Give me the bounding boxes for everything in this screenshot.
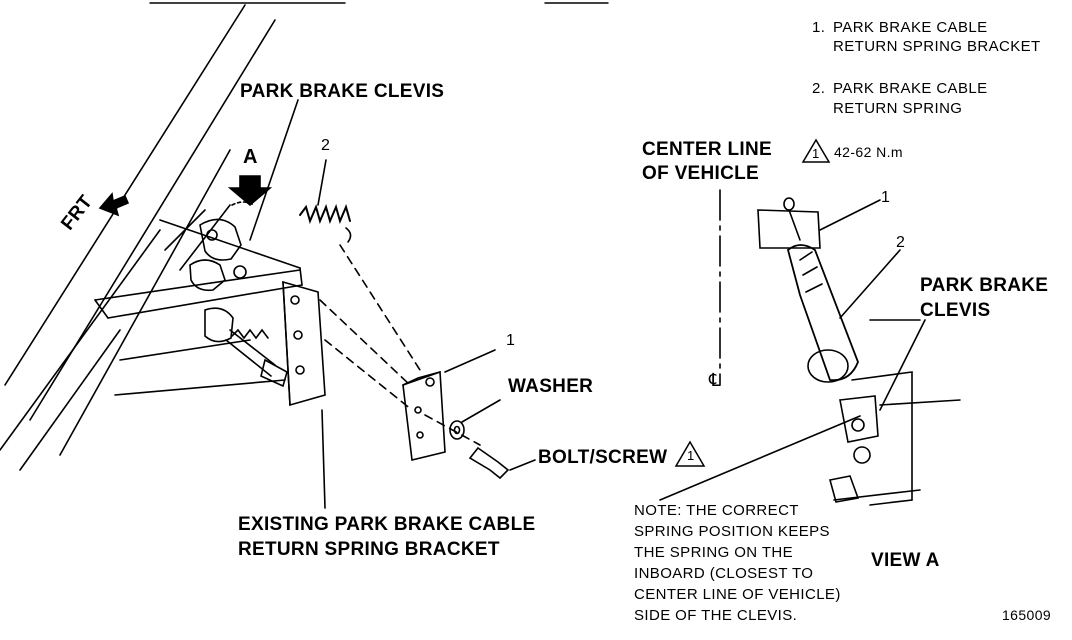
- assembly-dashed-lines: [319, 244, 481, 446]
- clevis-assembly: [189, 218, 288, 388]
- spring-bracket-new: [402, 349, 496, 461]
- vehicle-frame-sketch: [0, 4, 303, 471]
- legend-item-2-number: 2.: [812, 80, 826, 97]
- callout-1-left: 1: [506, 332, 515, 349]
- legend-item-2-line2: RETURN SPRING: [833, 100, 963, 117]
- note-line-5: CENTER LINE OF VEHICLE): [634, 586, 841, 603]
- centerline-symbol: ℄: [709, 370, 721, 391]
- return-spring-left: [299, 159, 352, 243]
- note-line-3: THE SPRING ON THE: [634, 544, 794, 561]
- park-brake-clevis-label-right-line2: CLEVIS: [920, 300, 991, 321]
- legend-item-1-number: 1.: [812, 19, 826, 36]
- callout-lines-left: [249, 99, 326, 509]
- bolt-torque-ref-number: 1: [687, 448, 695, 463]
- callout-1-right: 1: [881, 189, 890, 206]
- torque-ref-number: 1: [812, 146, 820, 161]
- existing-bracket-label-line1: EXISTING PARK BRAKE CABLE: [238, 514, 536, 535]
- spring-view-a: [786, 244, 901, 383]
- callout-2-right: 2: [896, 234, 905, 251]
- note-leader-line: [659, 415, 861, 501]
- bracket-view-a: [757, 197, 881, 249]
- bolt-screw-label: BOLT/SCREW: [538, 447, 668, 468]
- view-a-arrow-icon: [227, 175, 273, 207]
- note-line-1: NOTE: THE CORRECT: [634, 502, 799, 519]
- washer-and-bolt: [449, 399, 536, 480]
- washer-label: WASHER: [508, 376, 594, 397]
- park-brake-clevis-label-right-line1: PARK BRAKE: [920, 275, 1049, 296]
- center-line-label-line2: OF VEHICLE: [642, 163, 760, 184]
- callout-2-left: 2: [321, 137, 330, 154]
- torque-triangle-small-icon: [674, 440, 706, 467]
- torque-triangle-icon: [801, 138, 831, 163]
- figure-id: 165009: [1002, 607, 1052, 623]
- note-line-6: SIDE OF THE CLEVIS.: [634, 607, 798, 624]
- torque-value: 42-62 N.m: [834, 144, 903, 160]
- existing-bracket-label-line2: RETURN SPRING BRACKET: [238, 539, 500, 560]
- front-arrow-icon: [98, 192, 130, 217]
- spring-bracket-existing: [282, 280, 326, 407]
- note-line-4: INBOARD (CLOSEST TO: [634, 565, 814, 582]
- legend-item-1-line2: RETURN SPRING BRACKET: [833, 38, 1041, 55]
- clevis-view-a: [829, 319, 961, 506]
- note-line-2: SPRING POSITION KEEPS: [634, 523, 830, 540]
- legend-item-2-line1: PARK BRAKE CABLE: [833, 80, 988, 97]
- view-a-label: VIEW A: [871, 550, 940, 571]
- center-line-label-line1: CENTER LINE: [642, 139, 772, 160]
- legend-item-1-line1: PARK BRAKE CABLE: [833, 19, 988, 36]
- park-brake-clevis-label: PARK BRAKE CLEVIS: [240, 81, 445, 102]
- view-a-arrow-letter: A: [243, 146, 258, 168]
